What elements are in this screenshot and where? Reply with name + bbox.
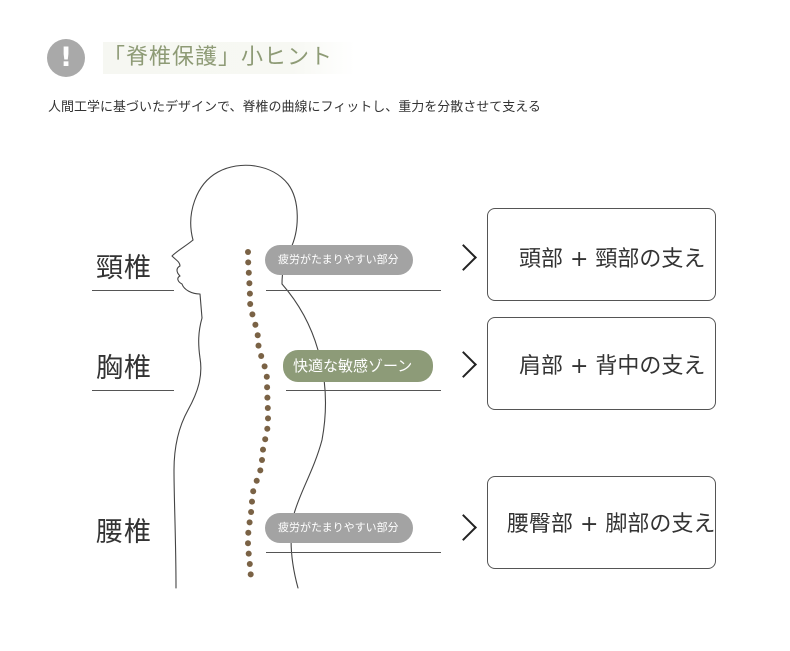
front-outline [173,317,203,589]
spine-dot [253,477,260,484]
tag-lumbar: 疲労がたまりやすい部分 [265,513,413,543]
spine-dot [259,457,265,463]
spine-dot [247,571,254,578]
spine-dot [245,550,252,557]
support-text-lumbar: 腰臀部 + 脚部の支え [507,512,716,537]
spine-dot [250,488,257,495]
label-cervical: 頸椎 [96,253,152,284]
label-thoracic: 胸椎 [96,353,152,384]
spine-dot [245,249,251,255]
label-lumbar: 腰椎 [96,517,152,548]
spine-dot [263,373,270,380]
support-text-cervical: 頭部 + 頸部の支え [519,247,706,272]
spine-dot [245,259,252,266]
spine-dot [245,529,252,536]
spine-dot [246,561,253,567]
support-text-thoracic: 肩部 + 背中の支え [519,354,706,379]
spine-dot [245,269,252,276]
spine-dot [246,280,253,287]
page-description: 人間工学に基づいたデザインで、脊椎の曲線にフィットし、重力を分散させて支える [48,100,541,115]
spine-dots [245,249,271,578]
spine-dot [249,311,256,318]
spine-dot [264,384,271,391]
spine-dot [248,509,255,515]
spine-dot [246,519,253,526]
page-title: 「脊椎保護」小ヒント [103,42,355,74]
support-box-cervical [487,208,716,301]
label-rule-thoracic [92,390,174,391]
support-box-lumbar [487,476,716,569]
tag-cervical: 疲労がたまりやすい部分 [265,245,413,275]
support-box-thoracic [487,317,716,410]
spine-dot [264,425,271,432]
spine-dot [258,353,265,359]
spine-dot [262,436,269,443]
spine-dot [264,394,271,401]
spine-dot [249,498,255,505]
spine-dot [265,415,271,422]
spine-dot [246,290,253,297]
exclamation-icon: ! [47,39,85,77]
tag-rule-cervical [266,290,441,291]
face-profile [171,239,203,319]
tag-rule-lumbar [266,552,441,553]
tag-thoracic: 快適な敏感ゾーン [283,350,433,382]
spine-dot [255,342,262,349]
spine-dot [254,332,261,339]
spine-dot [257,467,264,474]
spine-dot [245,540,251,547]
spine-dot [260,446,266,453]
spine-dot [247,301,254,307]
label-rule-cervical [92,290,174,291]
spine-dot [252,321,259,328]
spine-dot [261,363,268,370]
tag-rule-thoracic [286,390,441,391]
spine-dot [264,405,271,411]
